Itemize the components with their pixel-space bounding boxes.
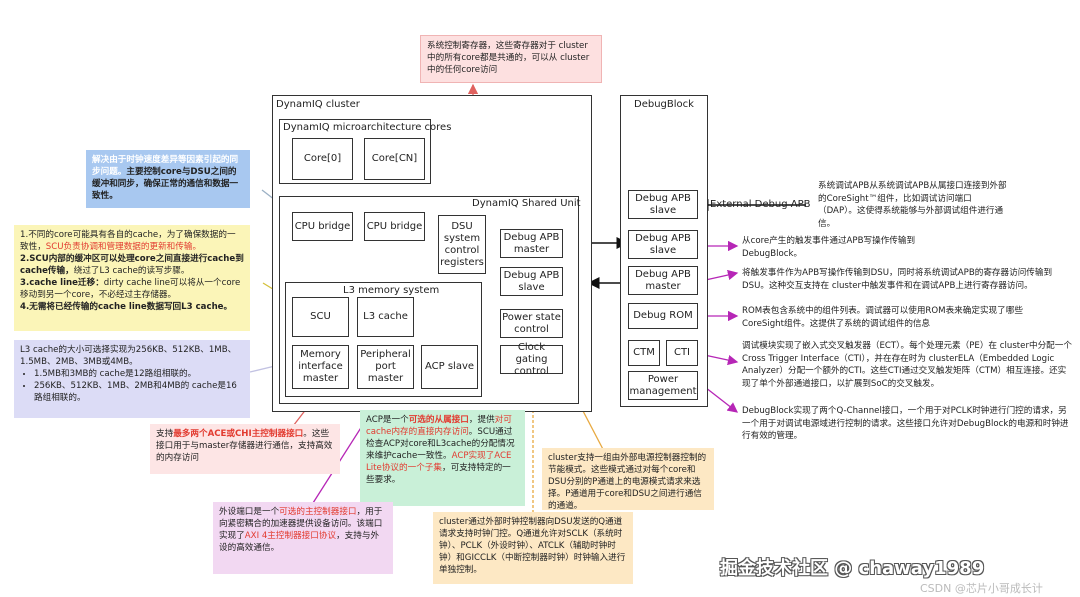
- l3-cache-12way-item: 1.5MB和3MB的 cache是12路组相联的。: [34, 368, 244, 380]
- ctm-box: CTM: [628, 340, 660, 366]
- external-debug-apb-note: 系统调试APB从系统调试APB从属接口连接到外部的CoreSight™组件，比如…: [818, 181, 1007, 229]
- power-modes-note: cluster支持一组由外部电源控制器控制的节能模式。这些模式通过对每个core…: [542, 448, 714, 511]
- core-cn-box: Core[CN]: [364, 138, 425, 180]
- external-debug-apb-label: External Debug APB: [710, 199, 811, 210]
- l3-cache-16way-item: 256KB、512KB、1MB、2MB和4MB的 cache是16路组相联的。: [34, 380, 244, 404]
- core-0-box: Core[0]: [292, 138, 353, 180]
- cpu-bridge-2-box: CPU bridge: [364, 212, 425, 241]
- scu-note: 1.不同的core可能具有各自的cache，为了确保数据的一致性，SCU负责协调…: [14, 225, 250, 331]
- debug-rom-box: Debug ROM: [628, 303, 698, 329]
- memory-interface-master-box: Memory interface master: [292, 345, 349, 389]
- debug-rom-note: ROM表包含系统中的组件列表。调试器可以使用ROM表来确定实现了哪些CoreSi…: [742, 306, 1023, 329]
- system-control-registers-note: 系统控制寄存器，这些寄存器对于 cluster 中的所有core都是共通的，可以…: [420, 35, 602, 83]
- trigger-events-note: 从core产生的触发事件通过APB写操作传输到DebugBlock。: [742, 236, 916, 259]
- debug-apb-master-note: 将触发事件作为APB写操作传输到DSU，同时将系统调试APB的寄存器访问传输到D…: [742, 268, 1053, 291]
- l3-cache-size-note: L3 cache的大小可选择实现为256KB、512KB、1MB、1.5MB、2…: [14, 340, 250, 418]
- dynamiq-cluster-title: DynamIQ cluster: [276, 99, 360, 110]
- dsu-debug-apb-master-box: Debug APB master: [500, 229, 563, 258]
- watermark-main: 掘金技术社区 @ chaway1989: [720, 558, 985, 579]
- debugblock-apb-master-box: Debug APB master: [628, 266, 698, 295]
- cpu-bridge-note-strong: 解决由于时钟速度差异等因素引起的同步问题。: [92, 155, 239, 177]
- l3-cache-box: L3 cache: [357, 297, 414, 337]
- q-channel-note: DebugBlock实现了两个Q-Channel接口，一个用于对PCLK时钟进行…: [742, 406, 1069, 441]
- watermark-sub: CSDN @芯片小哥成长计: [920, 582, 1043, 595]
- peripheral-port-note: 外设端口是一个可选的主控制器接口，用于向紧密耦合的加速器提供设备访问。该端口实现…: [213, 502, 393, 574]
- microarchitecture-cores-title: DynamIQ microarchitecture cores: [283, 122, 452, 133]
- memory-interface-note: 支持最多两个ACE或CHI主控制器接口。这些接口用于与master存储器进行通信…: [150, 424, 340, 474]
- l3-memory-system-title: L3 memory system: [343, 285, 440, 296]
- cti-ctm-note: 调试模块实现了嵌入式交叉触发器（ECT）。每个处理元素（PE）在 cluster…: [742, 341, 1072, 389]
- dsu-title: DynamIQ Shared Unit: [472, 198, 581, 209]
- debugblock-title: DebugBlock: [634, 99, 694, 110]
- dsu-system-control-registers-box: DSU system control registers: [438, 215, 486, 274]
- dsu-debug-apb-slave-box: Debug APB slave: [500, 267, 563, 296]
- scu-box: SCU: [292, 297, 349, 337]
- cti-box: CTI: [666, 340, 698, 366]
- acp-slave-box: ACP slave: [421, 345, 478, 389]
- clock-gating-note: cluster通过外部时钟控制器向DSU发送的Q通道请求支持时钟门控。Q通道允许…: [433, 512, 633, 584]
- debugblock-apb-slave-2-box: Debug APB slave: [628, 230, 698, 259]
- cpu-bridge-note: 解决由于时钟速度差异等因素引起的同步问题。主要控制core与DSU之间的缓冲和同…: [86, 150, 250, 208]
- power-management-box: Power management: [628, 371, 698, 400]
- cpu-bridge-1-box: CPU bridge: [292, 212, 353, 241]
- peripheral-port-master-box: Peripheral port master: [357, 345, 414, 389]
- debugblock-apb-slave-1-box: Debug APB slave: [628, 190, 698, 219]
- acp-note: ACP是一个可选的从属接口，提供对可cache内存的直接内存访问。SCU通过检查…: [360, 410, 525, 506]
- power-state-control-box: Power state control: [500, 309, 563, 338]
- clock-gating-control-box: Clock gating control: [500, 342, 563, 377]
